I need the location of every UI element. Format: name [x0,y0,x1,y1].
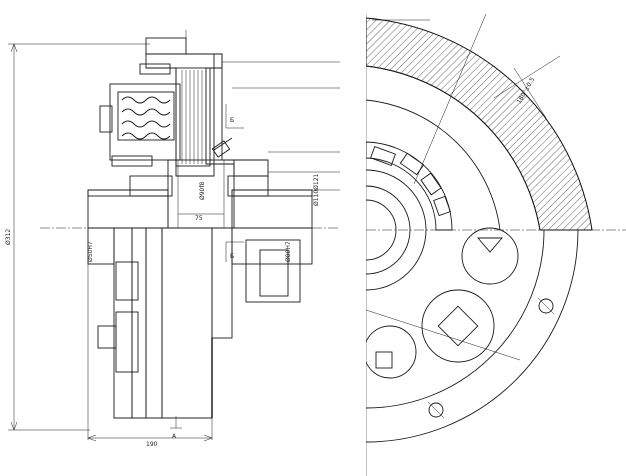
bolt-pocket-3 [461,227,519,285]
inner-diameter-a-label: Ø50H7 [87,241,94,262]
overall-length-label: 190 [146,441,158,448]
overall-diameter-dimension: Ø312 [5,43,150,431]
left-section-view: Ø312 [5,30,340,448]
section-marker-b-bottom: Б [225,241,244,262]
friction-disc-pack [99,30,269,177]
inner-diameter-b-label: Ø80H7 [285,241,292,262]
rim-bolt-hole-1 [537,297,555,315]
right-end-view: 180°±0.5 [366,13,626,476]
section-marker-b-top: Б [225,104,244,129]
lower-external-view: 190 A [87,227,313,448]
shaft-diameter-label: Ø90f8 [199,182,206,200]
section-b-label: Б [230,117,234,124]
axial-length-label: 75 [195,215,203,222]
section-a-label: A [172,433,177,440]
rim-bolt-hole-2 [427,401,445,419]
bolt-pocket-2 [366,325,417,379]
bolt-pocket-1 [421,289,495,363]
spline-teeth [370,146,451,217]
outer-housing-ring [366,17,593,231]
bore-diameter-label: Ø110Ø121 [313,173,320,206]
overall-diameter-label: Ø312 [5,229,12,245]
